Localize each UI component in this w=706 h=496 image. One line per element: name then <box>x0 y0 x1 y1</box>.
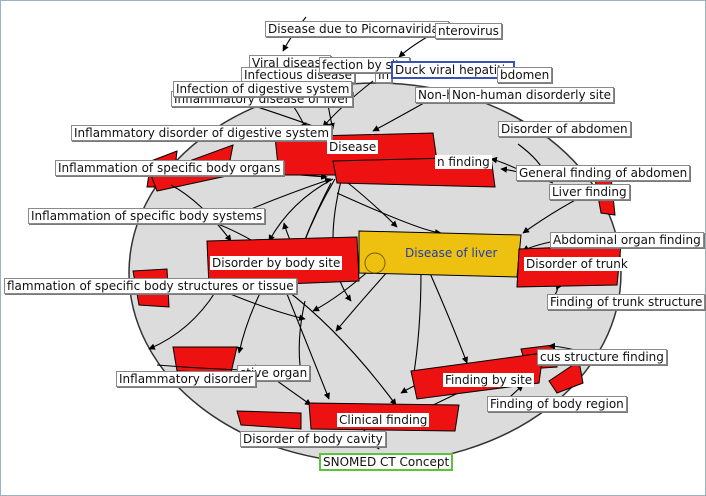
label-disease[interactable]: Disease <box>327 140 379 154</box>
label-snomed-ct-concept[interactable]: SNOMED CT Concept <box>319 453 454 471</box>
label-disorder-of-body-cavity[interactable]: Disorder of body cavity <box>240 431 386 447</box>
label-inflammation-of-specific-body-organs[interactable]: Inflammation of specific body organs <box>55 160 284 176</box>
label-non-human-disorder-by-site[interactable]: Non-human disorderly site <box>449 87 615 103</box>
label-disorder-of-abdomen[interactable]: Disorder of abdomen <box>498 121 631 137</box>
label-stive-organ[interactable]: stive organ <box>237 365 311 381</box>
label-abdominal-organ-finding[interactable]: Abdominal organ finding <box>550 232 704 248</box>
label-inflammation-of-specific-body-structures[interactable]: flammation of specific body structures o… <box>4 278 297 294</box>
label-enterovirus[interactable]: nterovirus <box>435 23 502 39</box>
label-duck-viral-hepatitis[interactable]: Duck viral hepatitis <box>391 61 516 79</box>
label-inflammatory-disorder-of-digestive-system[interactable]: Inflammatory disorder of digestive syste… <box>71 125 333 141</box>
label-inflammation-of-specific-body-systems[interactable]: Inflammation of specific body systems <box>28 208 266 224</box>
label-focus-structure-finding[interactable]: cus structure finding <box>537 349 667 365</box>
label-bdomen[interactable]: bdomen <box>497 67 553 83</box>
label-general-finding-of-abdomen[interactable]: General finding of abdomen <box>516 165 691 181</box>
label-n-finding[interactable]: n finding <box>435 155 492 169</box>
label-finding-of-body-region[interactable]: Finding of body region <box>487 396 627 412</box>
label-disease-due-to-picornaviridae[interactable]: Disease due to Picornaviridae <box>265 21 450 37</box>
label-infection-of-digestive-system[interactable]: Infection of digestive system <box>173 81 353 97</box>
label-liver-finding[interactable]: Liver finding <box>549 184 630 200</box>
label-disease-of-liver[interactable]: Disease of liver <box>403 246 500 260</box>
label-clinical-finding[interactable]: Clinical finding <box>337 413 430 427</box>
label-disorder-by-body-site[interactable]: Disorder by body site <box>210 256 343 270</box>
label-disorder-of-trunk[interactable]: Disorder of trunk <box>524 257 630 271</box>
focus-node-marker <box>364 252 386 274</box>
label-infection-by-site[interactable]: fection by site <box>319 57 411 73</box>
label-finding-by-site[interactable]: Finding by site <box>443 373 535 387</box>
label-finding-of-trunk-structure[interactable]: Finding of trunk structure <box>547 294 706 310</box>
label-inflammatory-disorder[interactable]: Inflammatory disorder <box>116 371 256 387</box>
